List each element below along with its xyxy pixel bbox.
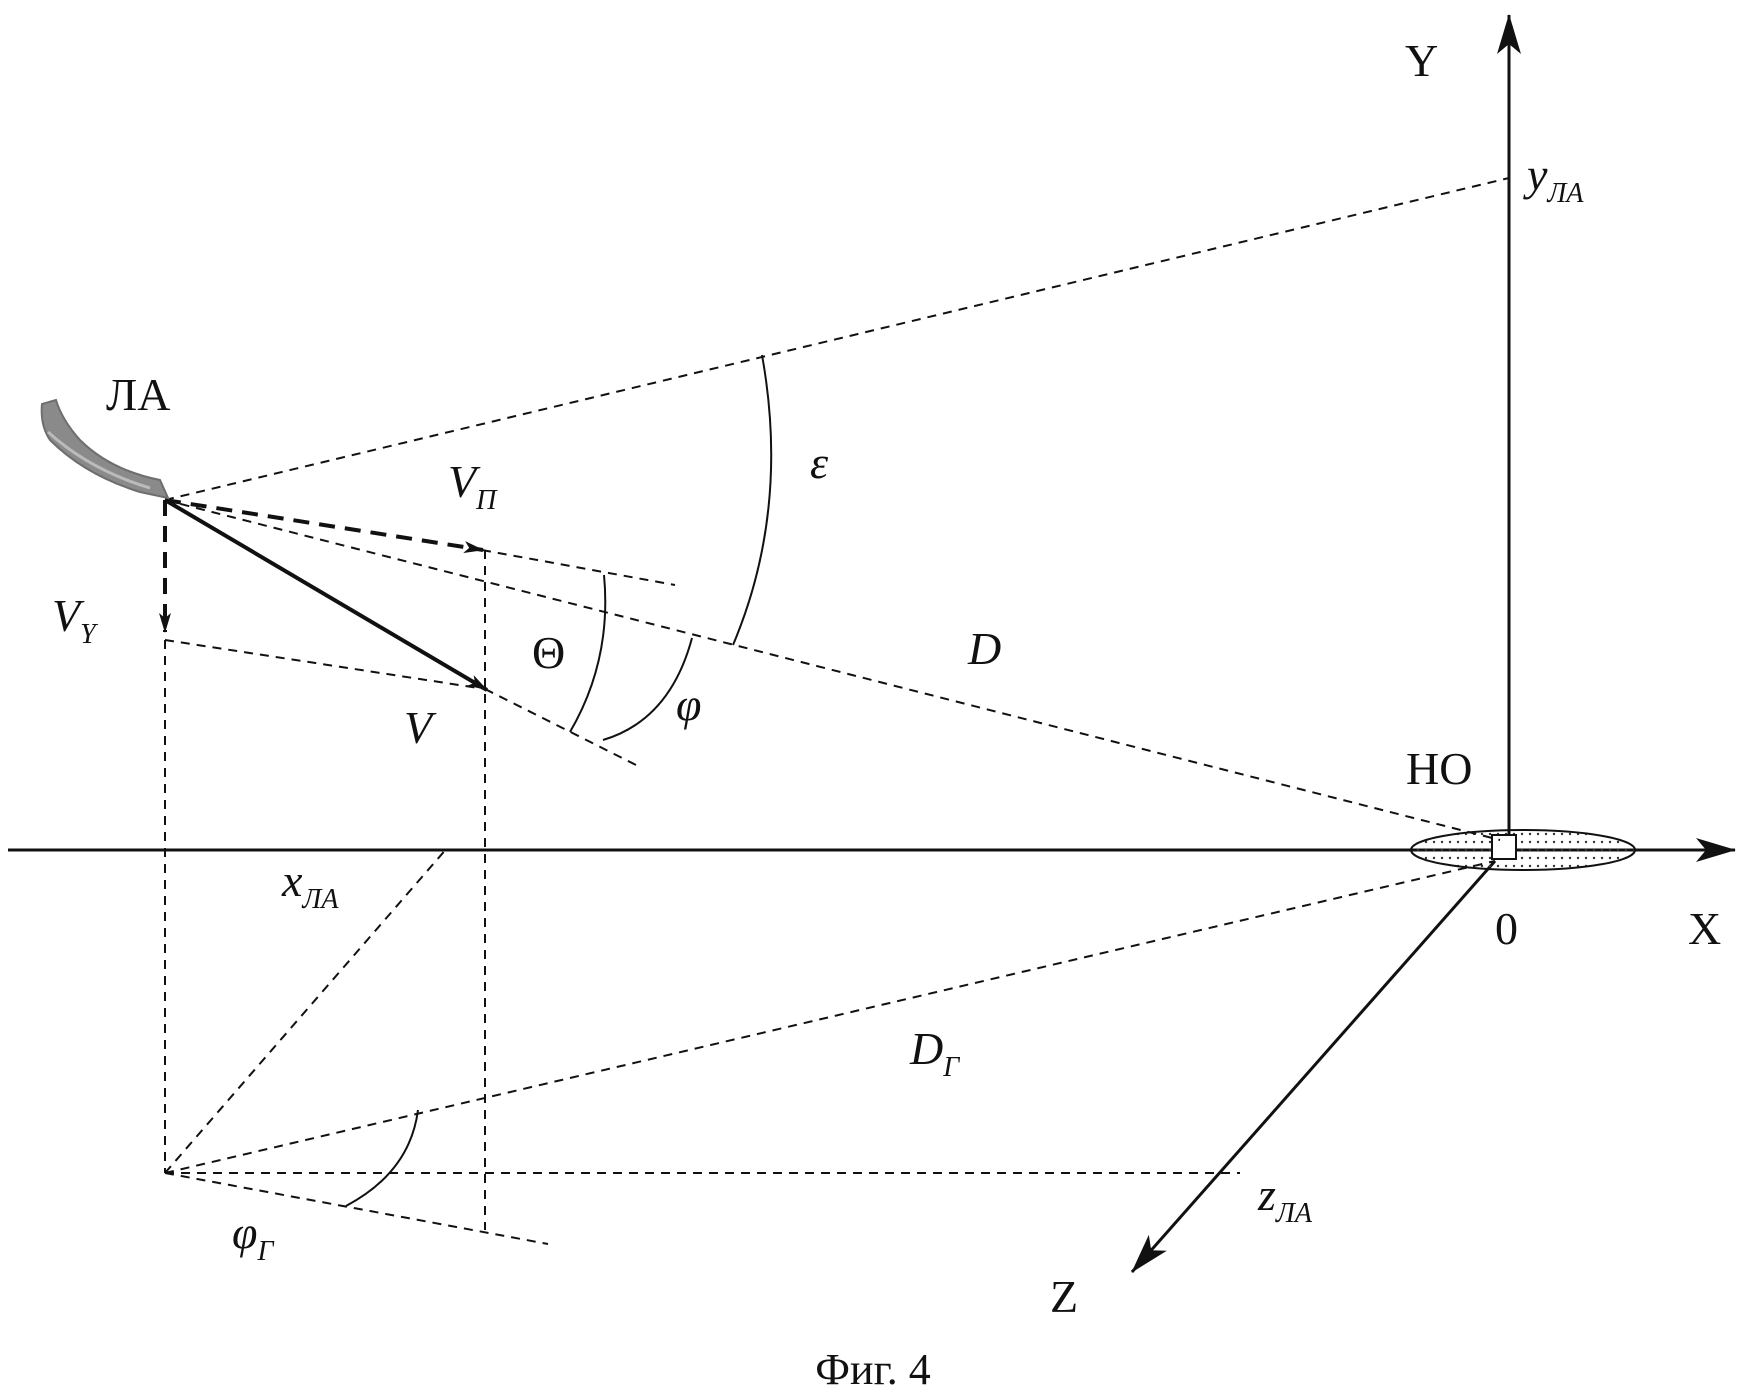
axis-z-label: Z bbox=[1050, 1271, 1078, 1322]
z-axis bbox=[1130, 860, 1497, 1273]
line-vy-to-v bbox=[164, 639, 486, 690]
object-ellipse bbox=[1410, 829, 1636, 871]
z-coord-label: zЛА bbox=[1257, 1169, 1313, 1229]
figure-caption: Фиг. 4 bbox=[815, 1345, 930, 1394]
epsilon-label: ε bbox=[810, 437, 829, 488]
arc-epsilon bbox=[732, 354, 773, 646]
theta-label: Θ bbox=[532, 627, 565, 678]
object-label: НО bbox=[1406, 743, 1472, 794]
aircraft-label: ЛА bbox=[106, 369, 170, 420]
phi-ground-label: φГ bbox=[232, 1207, 274, 1267]
arc-theta bbox=[569, 574, 607, 733]
line-x-coordinate bbox=[164, 846, 449, 1174]
range-d-label: D bbox=[967, 623, 1001, 674]
arc-phi bbox=[602, 637, 693, 741]
vp-label: VП bbox=[448, 456, 498, 516]
vector-v bbox=[163, 498, 489, 692]
line-v-extension bbox=[484, 688, 639, 767]
object-box bbox=[1491, 834, 1517, 860]
aircraft-icon bbox=[40, 398, 170, 500]
origin-label: 0 bbox=[1495, 903, 1518, 954]
vector-vp bbox=[164, 498, 484, 553]
x-coord-label: xЛА bbox=[281, 855, 339, 915]
y-coord-label: yЛА bbox=[1523, 149, 1584, 209]
vy-label: VY bbox=[52, 590, 99, 650]
axis-y-label: Y bbox=[1405, 35, 1438, 86]
range-dg-label: DГ bbox=[909, 1023, 960, 1083]
axis-x-label: X bbox=[1688, 903, 1721, 954]
line-range-dg bbox=[164, 860, 1496, 1174]
line-range-d bbox=[164, 499, 1501, 841]
line-vp-extension bbox=[481, 549, 676, 586]
phi-label: φ bbox=[676, 679, 701, 730]
v-label: V bbox=[404, 702, 437, 753]
line-ground-heading bbox=[164, 1172, 549, 1245]
arc-phi-ground bbox=[345, 1109, 419, 1207]
line-elevation-ref bbox=[164, 177, 1510, 501]
